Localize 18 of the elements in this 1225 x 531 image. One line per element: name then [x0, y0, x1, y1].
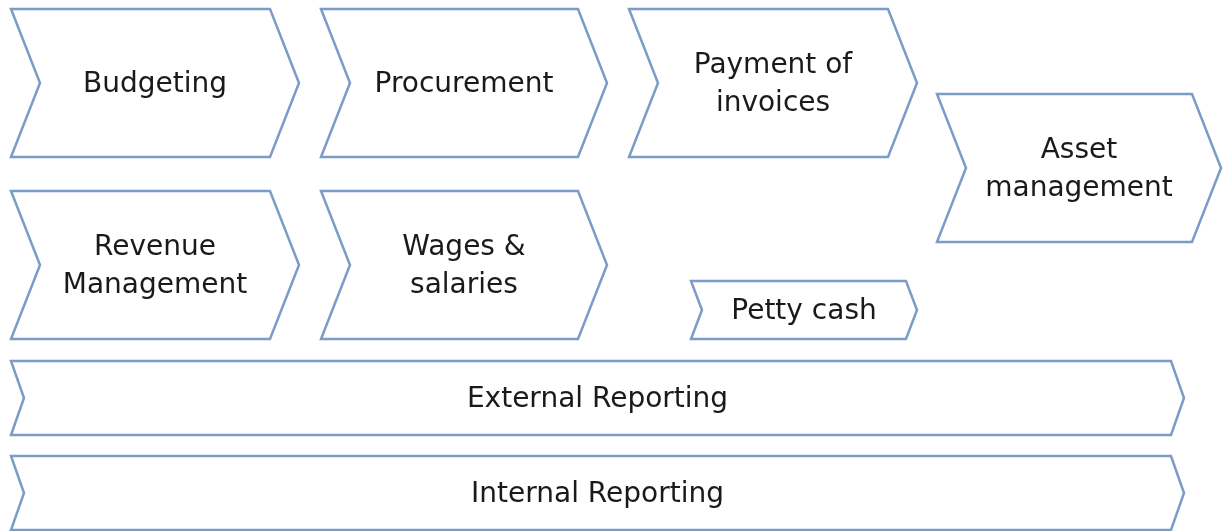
step-label: Internal Reporting: [471, 475, 724, 511]
chevron-shape: [10, 360, 1185, 436]
chevron-shape: [936, 93, 1222, 243]
step-label: Budgeting: [83, 65, 227, 101]
step-label: Revenue Management: [61, 228, 249, 302]
chevron-shape: [690, 280, 918, 340]
chevron-shape: [10, 8, 300, 158]
step-label: Petty cash: [731, 292, 877, 328]
step-label: Asset management: [984, 131, 1174, 205]
chevron-shape: [10, 455, 1185, 531]
chevron-shape: [320, 8, 608, 158]
step-label: External Reporting: [466, 380, 729, 416]
step-label: Wages & salaries: [401, 228, 527, 302]
step-label: Procurement: [374, 65, 554, 101]
chevron-shape: [10, 190, 300, 340]
step-label: Payment of invoices: [692, 46, 854, 120]
chevron-shape: [320, 190, 608, 340]
chevron-shape: [628, 8, 918, 158]
